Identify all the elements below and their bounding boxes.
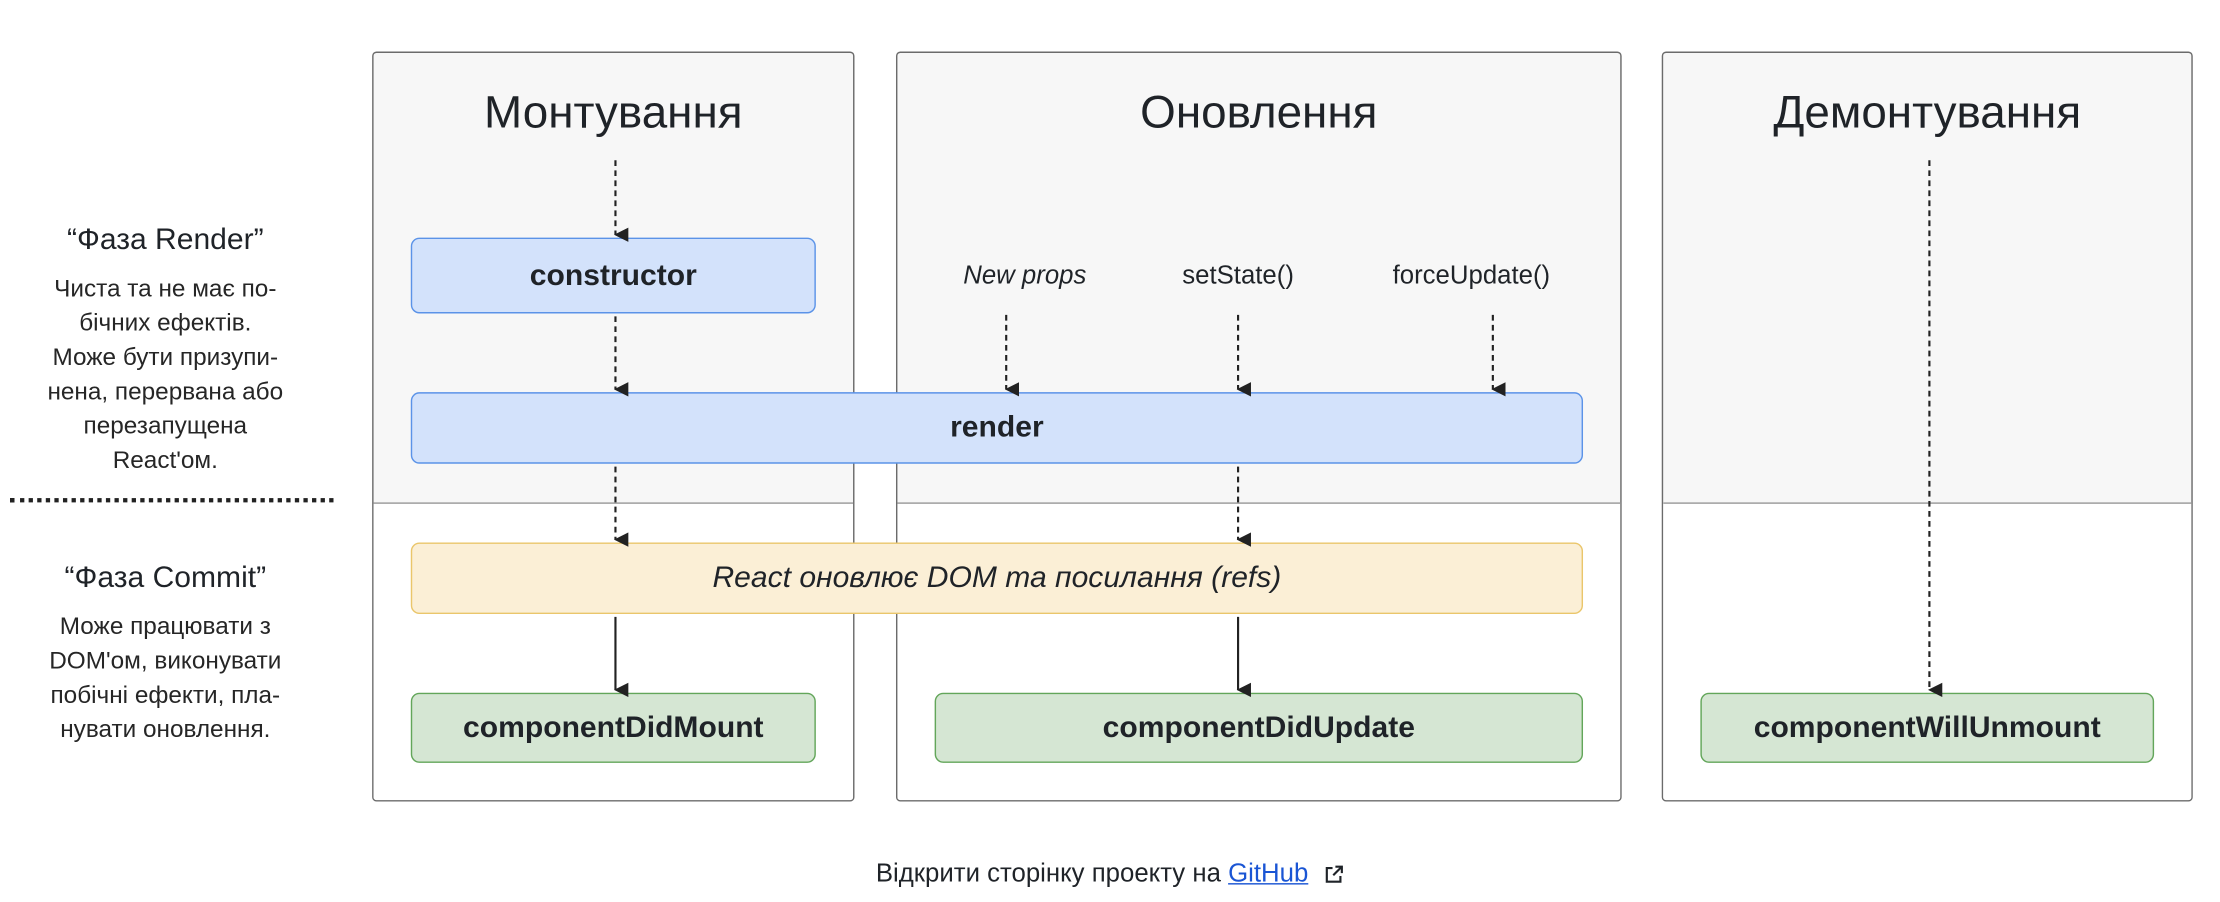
render-phase-line: перезапущена [83, 412, 248, 440]
commit-phase-title: “Фаза Commit” [64, 561, 267, 594]
render-box: render [410, 392, 1584, 464]
constructor-box: constructor [410, 237, 816, 314]
component-did-update-box: componentDidUpdate [934, 692, 1584, 763]
footer-text: Відкрити сторінку проекту на [875, 858, 1221, 888]
mounting-column-title: Монтування [484, 85, 743, 138]
render-phase-title: “Фаза Render” [66, 223, 264, 257]
component-will-unmount-box: componentWillUnmount [1700, 692, 2155, 763]
react-updates-dom-box: React оновлює DOM та посилання (refs) [410, 542, 1584, 615]
set-state-label: setState() [1182, 260, 1294, 290]
render-phase-line: нена, перервана або [47, 377, 284, 406]
footer: Відкрити сторінку проекту на GitHub [0, 859, 2220, 892]
phase-divider [10, 498, 334, 503]
github-link[interactable]: GitHub [1228, 858, 1309, 888]
render-phase-line: React'ом. [112, 446, 218, 474]
updating-column-title: Оновлення [1140, 85, 1378, 138]
commit-phase-description: Може працювати з DOM'ом, виконувати побі… [0, 610, 331, 747]
force-update-label: forceUpdate() [1392, 260, 1551, 290]
commit-phase-line: DOM'ом, виконувати [49, 646, 282, 675]
commit-phase-line: побічні ефекти, пла- [50, 681, 281, 709]
external-link-icon[interactable] [1324, 862, 1344, 892]
render-phase-description: Чиста та не має по- бічних ефектів. Може… [0, 272, 331, 478]
commit-phase-line: нувати оновлення. [60, 715, 271, 743]
render-phase-line: Чиста та не має по- [54, 274, 277, 303]
component-did-mount-box: componentDidMount [410, 692, 816, 763]
unmounting-column-title: Демонтування [1773, 85, 2082, 138]
new-props-label: New props [963, 260, 1087, 290]
render-phase-line: Може бути призупи- [52, 343, 279, 371]
commit-phase-line: Може працювати з [59, 612, 271, 640]
render-phase-line: бічних ефектів. [79, 309, 252, 337]
